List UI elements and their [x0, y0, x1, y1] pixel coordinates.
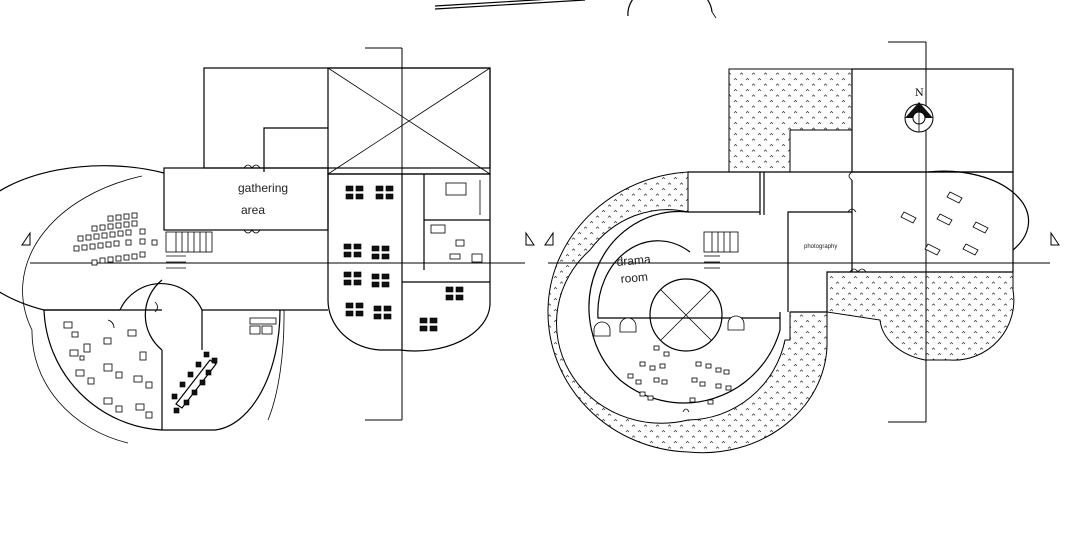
auditorium-seats: [73, 212, 158, 266]
room-label-drama-line1: drama: [616, 252, 651, 269]
photography-seats: [900, 191, 989, 256]
office-desk: [249, 317, 277, 335]
north-arrow-icon: [904, 102, 934, 133]
landscape-area-right: [826, 271, 1015, 361]
right-floor-plan: N drama room photography: [544, 41, 1060, 454]
study-wing: [327, 173, 491, 352]
room-label-photography: photography: [804, 244, 837, 250]
section-marker-icon: [1050, 231, 1060, 246]
staircase-right: [703, 231, 739, 269]
top-fragment: [434, 0, 717, 19]
landscape-area-top: [728, 68, 853, 173]
section-marker-icon: [21, 231, 31, 246]
north-label: N: [915, 88, 924, 99]
landscape-area-ring: [547, 171, 828, 454]
room-label-drama-line2: room: [620, 270, 648, 286]
staircase-left: [165, 231, 213, 269]
room-label-gathering-line1: gathering: [238, 181, 288, 195]
drama-seats: [593, 315, 745, 405]
conference-table: [171, 351, 218, 414]
room-label-gathering-line2: area: [241, 203, 265, 217]
left-floor-plan: gathering area: [0, 47, 535, 444]
workshop-desks: [63, 321, 153, 419]
section-marker-icon: [544, 231, 554, 246]
central-atrium: [649, 278, 723, 352]
gathering-area: [163, 167, 329, 231]
study-seats: [343, 185, 464, 332]
section-marker-icon: [525, 231, 535, 246]
